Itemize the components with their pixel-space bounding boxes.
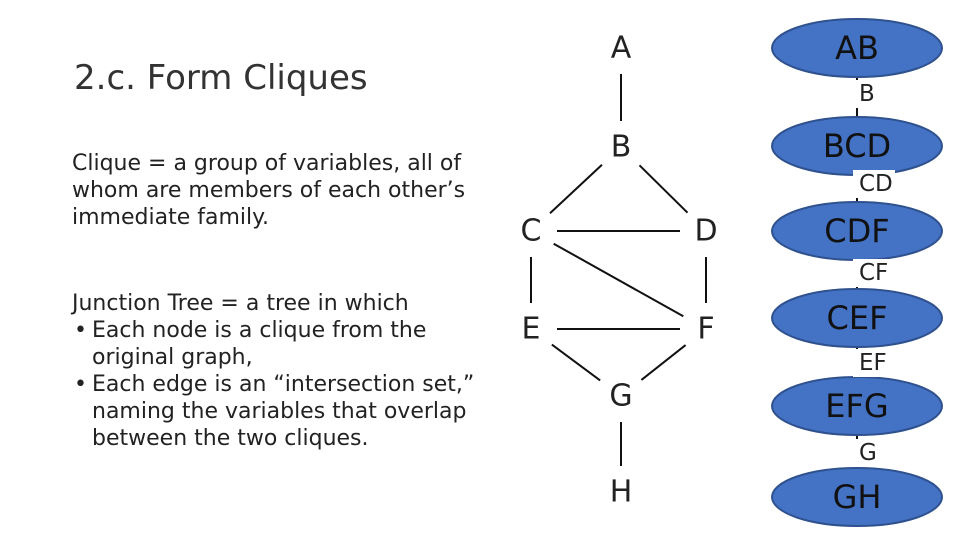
clique-label: CDF	[824, 212, 889, 250]
graph-node-b: B	[611, 130, 632, 165]
graph-edge-e-g	[551, 343, 601, 382]
separator-background	[853, 439, 879, 467]
clique-ellipse	[771, 18, 943, 78]
graph-node-a: A	[611, 31, 632, 66]
clique-label: EFG	[825, 387, 888, 425]
graph-edge-b-d	[638, 164, 689, 214]
bullet-item: Each node is a clique from the original …	[72, 317, 492, 371]
clique-label: AB	[835, 29, 879, 67]
graph-node-h: H	[610, 475, 633, 510]
clique-label: GH	[833, 478, 882, 516]
separator-background	[853, 170, 895, 198]
separator-label-cd: CD	[859, 171, 893, 197]
junction-tree-heading: Junction Tree = a tree in which	[72, 291, 409, 316]
graph-node-e: E	[522, 312, 541, 347]
separator-label-ef: EF	[859, 350, 887, 376]
graph-node-c: C	[521, 214, 542, 249]
clique-label: BCD	[823, 127, 891, 165]
separator-label-b: B	[859, 81, 875, 107]
graph-edge-b-c	[549, 164, 603, 214]
clique-node-bcd: BCD	[771, 116, 943, 176]
graph-node-d: D	[694, 214, 717, 249]
bullet-item: Each edge is an “intersection set,” nami…	[72, 371, 492, 452]
separator-background	[853, 349, 895, 377]
graph-edge-f-g	[640, 344, 687, 381]
clique-node-efg: EFG	[771, 376, 943, 436]
junction-tree-definition: Junction Tree = a tree in which Each nod…	[72, 290, 492, 452]
graph-edges	[530, 74, 707, 466]
junction-tree-bullets: Each node is a clique from the original …	[72, 317, 492, 452]
slide-title: 2.c. Form Cliques	[74, 58, 368, 98]
graph-nodes: A B C D E F G H	[521, 31, 718, 510]
clique-label: CEF	[827, 299, 888, 337]
graph-edge-c-f	[553, 242, 684, 318]
clique-ellipse	[771, 288, 943, 348]
clique-ellipse	[771, 467, 943, 527]
graph-node-f: F	[697, 312, 714, 347]
clique-node-ab: AB	[771, 18, 943, 78]
clique-node-gh: GH	[771, 467, 943, 527]
separator-background	[853, 80, 879, 108]
clique-node-cef: CEF	[771, 288, 943, 348]
clique-node-cdf: CDF	[771, 201, 943, 261]
graph-node-g: G	[609, 379, 632, 414]
separator-label-g: G	[859, 440, 877, 466]
clique-definition: Clique = a group of variables, all of wh…	[72, 151, 466, 230]
separator-label-cf: CF	[859, 260, 888, 286]
separator-background	[853, 259, 895, 287]
